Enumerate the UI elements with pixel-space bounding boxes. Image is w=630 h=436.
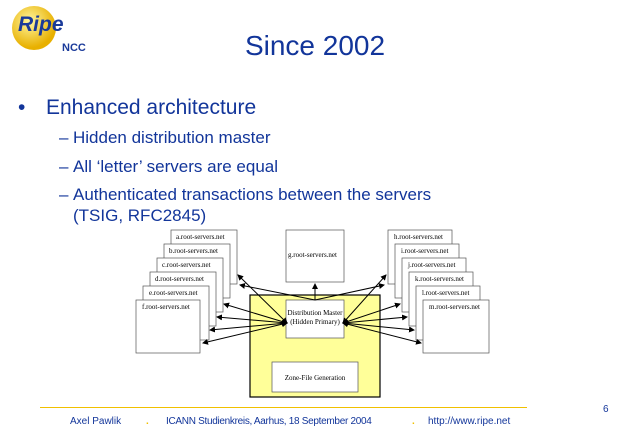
master-label: Distribution Master [287, 309, 343, 317]
sub-bullet-continuation: (TSIG, RFC2845) [73, 206, 207, 225]
footer-separator: . [412, 416, 415, 427]
server-label: c.root-servers.net [162, 261, 211, 269]
zone-label: Zone-File Generation [285, 374, 346, 382]
footer-author: Axel Pawlik [70, 416, 122, 427]
sync-arrows [202, 274, 422, 345]
zone-file-box [271, 361, 359, 393]
ripe-ncc-logo: Ripe NCC [12, 6, 86, 54]
logo-text: Ripe [18, 13, 64, 36]
sub-bullet: –Authenticated transactions between the … [59, 185, 432, 204]
page-number: 6 [603, 404, 609, 415]
server-label: b.root-servers.net [169, 247, 218, 255]
slide-title: Since 2002 [244, 30, 386, 61]
footer-url: http://www.ripe.net [428, 416, 511, 427]
server-label: l.root-servers.net [422, 289, 469, 297]
sub-bullet: –Hidden distribution master [59, 128, 271, 147]
bullet-main: •Enhanced architecture [18, 96, 257, 119]
server-label: j.root-servers.net [407, 261, 455, 269]
server-label: f.root-servers.net [142, 303, 190, 311]
server-label: e.root-servers.net [149, 289, 198, 297]
server-label: d.root-servers.net [155, 275, 204, 283]
server-label-g: g.root-servers.net [288, 251, 337, 259]
server-box-g [285, 229, 345, 283]
footer-divider [40, 407, 527, 408]
server-label: k.root-servers.net [415, 275, 464, 283]
sub-bullet: –All ‘letter’ servers are equal [59, 157, 279, 176]
footer-separator: . [146, 416, 149, 427]
logo-subtext: NCC [62, 42, 86, 54]
footer-event: ICANN Studienkreis, Aarhus, 18 September… [166, 416, 372, 427]
server-label: m.root-servers.net [429, 303, 480, 311]
master-sublabel: (Hidden Primary) [290, 318, 340, 326]
server-box-m [422, 299, 490, 354]
server-label: a.root-servers.net [176, 233, 225, 241]
distribution-master-box [285, 299, 345, 339]
server-label: h.root-servers.net [394, 233, 443, 241]
server-label: i.root-servers.net [401, 247, 448, 255]
push-arrows [239, 283, 385, 301]
server-box-f [135, 299, 201, 354]
